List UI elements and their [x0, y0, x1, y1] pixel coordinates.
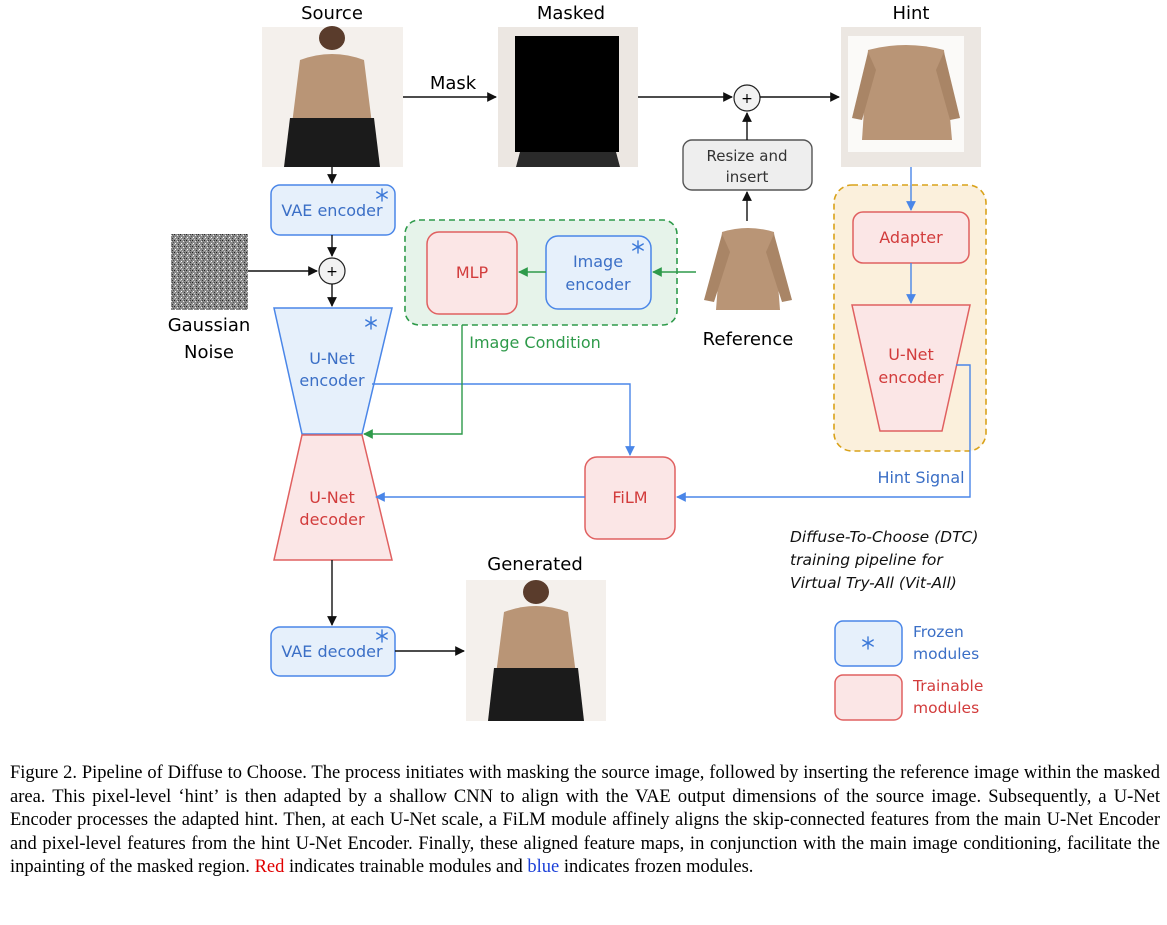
caption-middle-text: indicates trainable modules and	[289, 857, 523, 877]
title-note-line2: training pipeline for	[790, 551, 944, 569]
caption-blue-word: blue	[527, 857, 560, 877]
vae-encoder-box	[270, 184, 396, 236]
pipeline-title-note: Diffuse-To-Choose (DTC) training pipelin…	[790, 528, 978, 592]
unet-encoder-label-line1: U-Net	[309, 349, 355, 368]
image-condition-edge-label: Image Condition	[469, 333, 601, 352]
arrows-black	[248, 92, 840, 656]
figure-caption: Figure 2. Pipeline of Diffuse to Choose.…	[10, 762, 1160, 880]
plus-node-noise: +	[318, 257, 346, 285]
resize-insert-label-line2: insert	[726, 168, 769, 186]
caption-red-word: Red	[254, 857, 285, 877]
unet-decoder-shape	[273, 434, 393, 561]
vae-encoder-label: VAE encoder	[281, 201, 383, 220]
title-note-line3: Virtual Try-All (Vit-All)	[790, 574, 957, 592]
hint-unet-encoder-label-line1: U-Net	[888, 345, 934, 364]
adapter-label: Adapter	[879, 228, 943, 247]
svg-text:+: +	[741, 91, 753, 107]
hint-signal-edge-label: Hint Signal	[877, 468, 964, 487]
mlp-label: MLP	[456, 263, 489, 282]
unet-encoder-label-line2: encoder	[299, 371, 365, 390]
reference-image	[696, 221, 800, 325]
masked-label: Masked	[537, 3, 605, 24]
vae-decoder-label: VAE decoder	[281, 642, 383, 661]
arrows-blue	[372, 167, 971, 502]
pipeline-diagram: Source Masked Hint Reference Gaussian No…	[168, 3, 987, 721]
source-label: Source	[301, 3, 363, 24]
title-note-line1: Diffuse-To-Choose (DTC)	[790, 528, 978, 546]
reference-label: Reference	[703, 329, 794, 350]
caption-end-text: indicates frozen modules.	[563, 857, 754, 877]
noise-label-line1: Gaussian	[168, 315, 251, 336]
legend-trainable-swatch	[834, 674, 903, 721]
resize-insert-label-line1: Resize and	[706, 147, 787, 165]
hint-image	[841, 27, 981, 167]
legend-trainable-line1: Trainable	[912, 677, 983, 695]
svg-text:+: +	[326, 264, 338, 280]
plus-node-hint: +	[733, 84, 761, 112]
image-encoder-label-line2: encoder	[565, 275, 631, 294]
hint-unet-encoder-shape	[851, 304, 971, 432]
gaussian-noise-image	[171, 234, 248, 310]
film-box	[584, 456, 676, 540]
noise-label-line2: Noise	[184, 342, 234, 363]
image-encoder-label-line1: Image	[573, 252, 623, 271]
unet-decoder-label-line2: decoder	[299, 510, 365, 529]
source-image	[262, 26, 403, 167]
unet-decoder-label-line1: U-Net	[309, 488, 355, 507]
hint-label: Hint	[892, 3, 929, 24]
image-encoder-box	[545, 235, 652, 310]
generated-image	[466, 580, 606, 721]
masked-image	[498, 27, 638, 167]
caption-main-text: Figure 2. Pipeline of Diffuse to Choose.…	[10, 763, 1160, 877]
film-label: FiLM	[612, 488, 647, 507]
legend: Frozen modules Trainable modules	[834, 620, 983, 721]
mlp-box	[426, 231, 518, 315]
legend-frozen-line1: Frozen	[913, 623, 964, 641]
hint-unet-encoder-label-line2: encoder	[878, 368, 944, 387]
generated-label: Generated	[487, 554, 583, 575]
legend-frozen-line2: modules	[913, 645, 979, 663]
arrows-green	[363, 267, 696, 439]
mask-edge-label: Mask	[430, 73, 477, 94]
legend-trainable-line2: modules	[913, 699, 979, 717]
unet-encoder-shape	[273, 307, 393, 435]
